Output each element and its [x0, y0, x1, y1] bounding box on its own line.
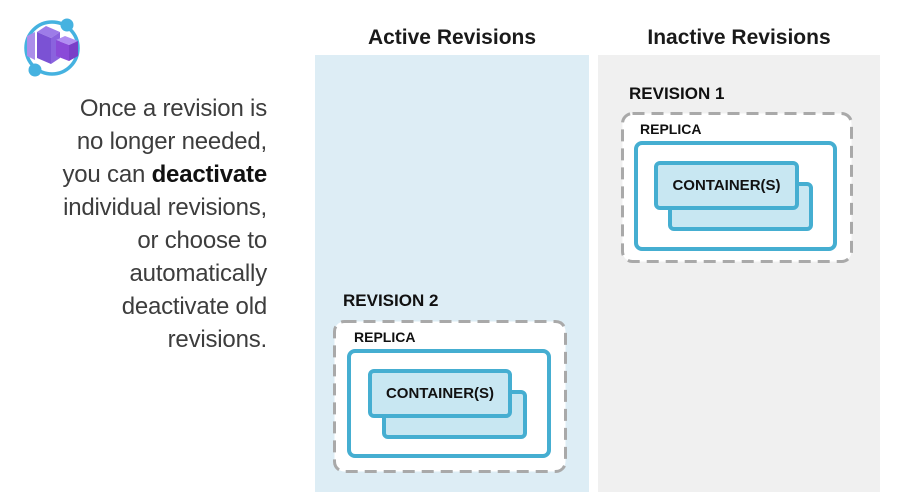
description-line: revisions. — [167, 326, 268, 353]
revision-2-container-label: CONTAINER(S) — [385, 385, 495, 402]
container-apps-icon — [24, 18, 80, 77]
inactive-revisions-title: Inactive Revisions — [647, 26, 831, 49]
description-line: Once a revision is — [79, 95, 267, 122]
deactivate-emphasis: deactivate — [151, 161, 268, 188]
active-revisions-title: Active Revisions — [367, 26, 537, 49]
description-line: individual revisions, — [63, 194, 267, 221]
revision-1-container-front: CONTAINER(S) — [654, 161, 799, 210]
description-line: you can deactivate — [62, 161, 268, 188]
description-text: Once a revision is no longer needed, you… — [12, 92, 267, 356]
revision-2-container-front: CONTAINER(S) — [368, 369, 512, 418]
revision-1-replica-label: REPLICA — [640, 121, 702, 137]
description-line: or choose to — [137, 227, 267, 254]
revision-1-container-label: CONTAINER(S) — [672, 177, 781, 194]
revision-2-replica-label: REPLICA — [354, 329, 416, 345]
description-line: automatically — [129, 260, 268, 287]
revision-1-label: REVISION 1 — [629, 84, 725, 103]
description-line: deactivate old — [121, 293, 268, 320]
revision-2-label: REVISION 2 — [343, 291, 439, 310]
description-line: no longer needed, — [76, 128, 267, 155]
